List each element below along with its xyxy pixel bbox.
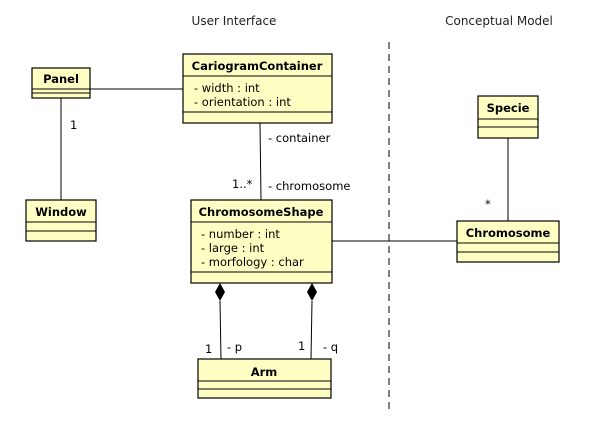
- multiplicity-arm-q: 1: [298, 339, 305, 353]
- role-chromosome-label: - chromosome: [268, 179, 350, 193]
- composition-diamond-q: [307, 283, 317, 301]
- multiplicity-panel-window: 1: [70, 118, 77, 132]
- section-title-user-interface: User Interface: [192, 14, 277, 28]
- class-chromosome-shape[interactable]: ChromosomeShape - number : int - large :…: [190, 199, 333, 284]
- class-name: Specie: [487, 101, 530, 115]
- class-name: Arm: [251, 365, 278, 379]
- class-arm[interactable]: Arm: [197, 358, 332, 399]
- role-container-label: - container: [268, 131, 331, 145]
- attribute-morfology: - morfology : char: [201, 255, 304, 269]
- class-name: Window: [35, 205, 87, 219]
- composition-diamond-p: [215, 283, 225, 301]
- multiplicity-container-shape: 1..*: [232, 177, 253, 191]
- class-cariogram-container[interactable]: CariogramContainer - width : int - orien…: [182, 53, 333, 124]
- class-name: Chromosome: [466, 226, 551, 240]
- class-panel[interactable]: Panel: [31, 67, 91, 99]
- attribute-orientation: - orientation : int: [194, 95, 291, 109]
- class-chromosome[interactable]: Chromosome: [456, 220, 560, 263]
- role-q-label: - q: [323, 340, 338, 354]
- class-window[interactable]: Window: [25, 199, 97, 242]
- class-name: CariogramContainer: [192, 59, 323, 73]
- class-name: ChromosomeShape: [199, 205, 324, 219]
- multiplicity-arm-p: 1: [205, 342, 212, 356]
- multiplicity-specie-chromosome: *: [485, 197, 491, 211]
- association-container-shape: [259, 122, 262, 201]
- attribute-width: - width : int: [194, 81, 260, 95]
- class-name: Panel: [43, 72, 79, 86]
- section-title-conceptual-model: Conceptual Model: [445, 14, 553, 28]
- composition-shape-arm-q: [310, 300, 313, 360]
- role-p-label: - p: [227, 340, 242, 354]
- composition-shape-arm-p: [219, 300, 222, 360]
- attribute-number: - number : int: [201, 227, 280, 241]
- class-specie[interactable]: Specie: [477, 95, 539, 139]
- attribute-large: - large : int: [201, 241, 265, 255]
